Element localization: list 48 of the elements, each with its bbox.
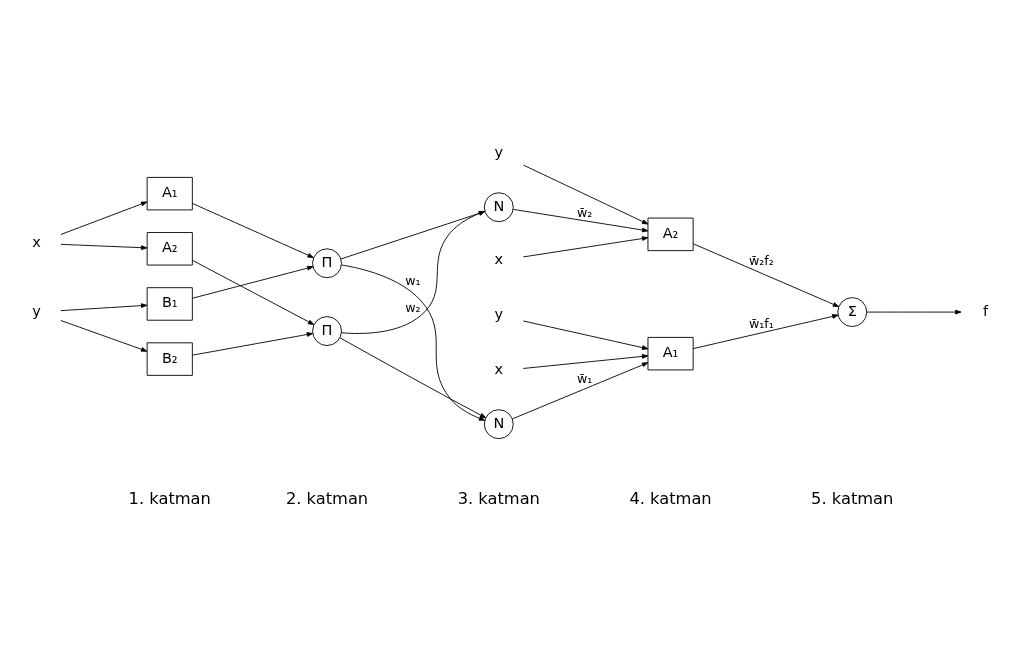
node-text: y <box>32 302 41 319</box>
label: 2. katman <box>285 489 369 509</box>
edge-label: w₂ <box>405 300 421 316</box>
arrow <box>192 203 314 258</box>
label: 4. katman <box>629 489 712 509</box>
label: 1. katman <box>128 489 211 509</box>
node-circle: N <box>483 192 514 223</box>
arrow <box>192 332 313 356</box>
node-circle: N <box>483 409 514 440</box>
arrow <box>512 362 649 420</box>
arrow <box>192 259 315 325</box>
arrow <box>60 320 148 352</box>
node-box: A₁ <box>647 336 694 371</box>
node-text: f <box>983 302 989 319</box>
label: 5. katman <box>811 489 894 509</box>
edge-label: w̄₂f₂ <box>748 253 774 269</box>
edge-label: w̄₁f₁ <box>748 315 774 331</box>
node-box: A₁ <box>146 176 193 211</box>
edge-label: w₁ <box>405 273 421 289</box>
node-circle: Σ <box>837 297 868 327</box>
node-text: x <box>32 233 41 250</box>
node-box: B₂ <box>146 342 193 376</box>
node-text: y <box>494 144 504 161</box>
arrow <box>60 243 148 250</box>
node-text: x <box>494 250 504 267</box>
arrow <box>512 208 649 233</box>
node-box: A₂ <box>146 232 193 266</box>
edge-label: w̄₁ <box>576 370 593 386</box>
arrow <box>522 164 649 225</box>
arrow <box>522 320 649 350</box>
arrow <box>60 303 148 312</box>
label: 3. katman <box>457 489 540 509</box>
arrow <box>60 201 148 235</box>
node-circle: Π <box>312 316 342 346</box>
arrow <box>866 309 962 315</box>
arrow <box>192 265 314 299</box>
node-box: B₁ <box>146 287 193 321</box>
arrow <box>692 314 839 350</box>
arrow <box>522 236 649 258</box>
node-text: y <box>494 306 504 323</box>
arrow <box>341 264 486 421</box>
node-text: x <box>494 361 504 378</box>
arrow <box>522 354 649 369</box>
arrow <box>692 243 840 308</box>
node-circle: Π <box>312 248 342 279</box>
edge-label: w̄₂ <box>576 205 593 221</box>
node-box: A₂ <box>647 217 694 252</box>
arrow <box>339 337 487 419</box>
